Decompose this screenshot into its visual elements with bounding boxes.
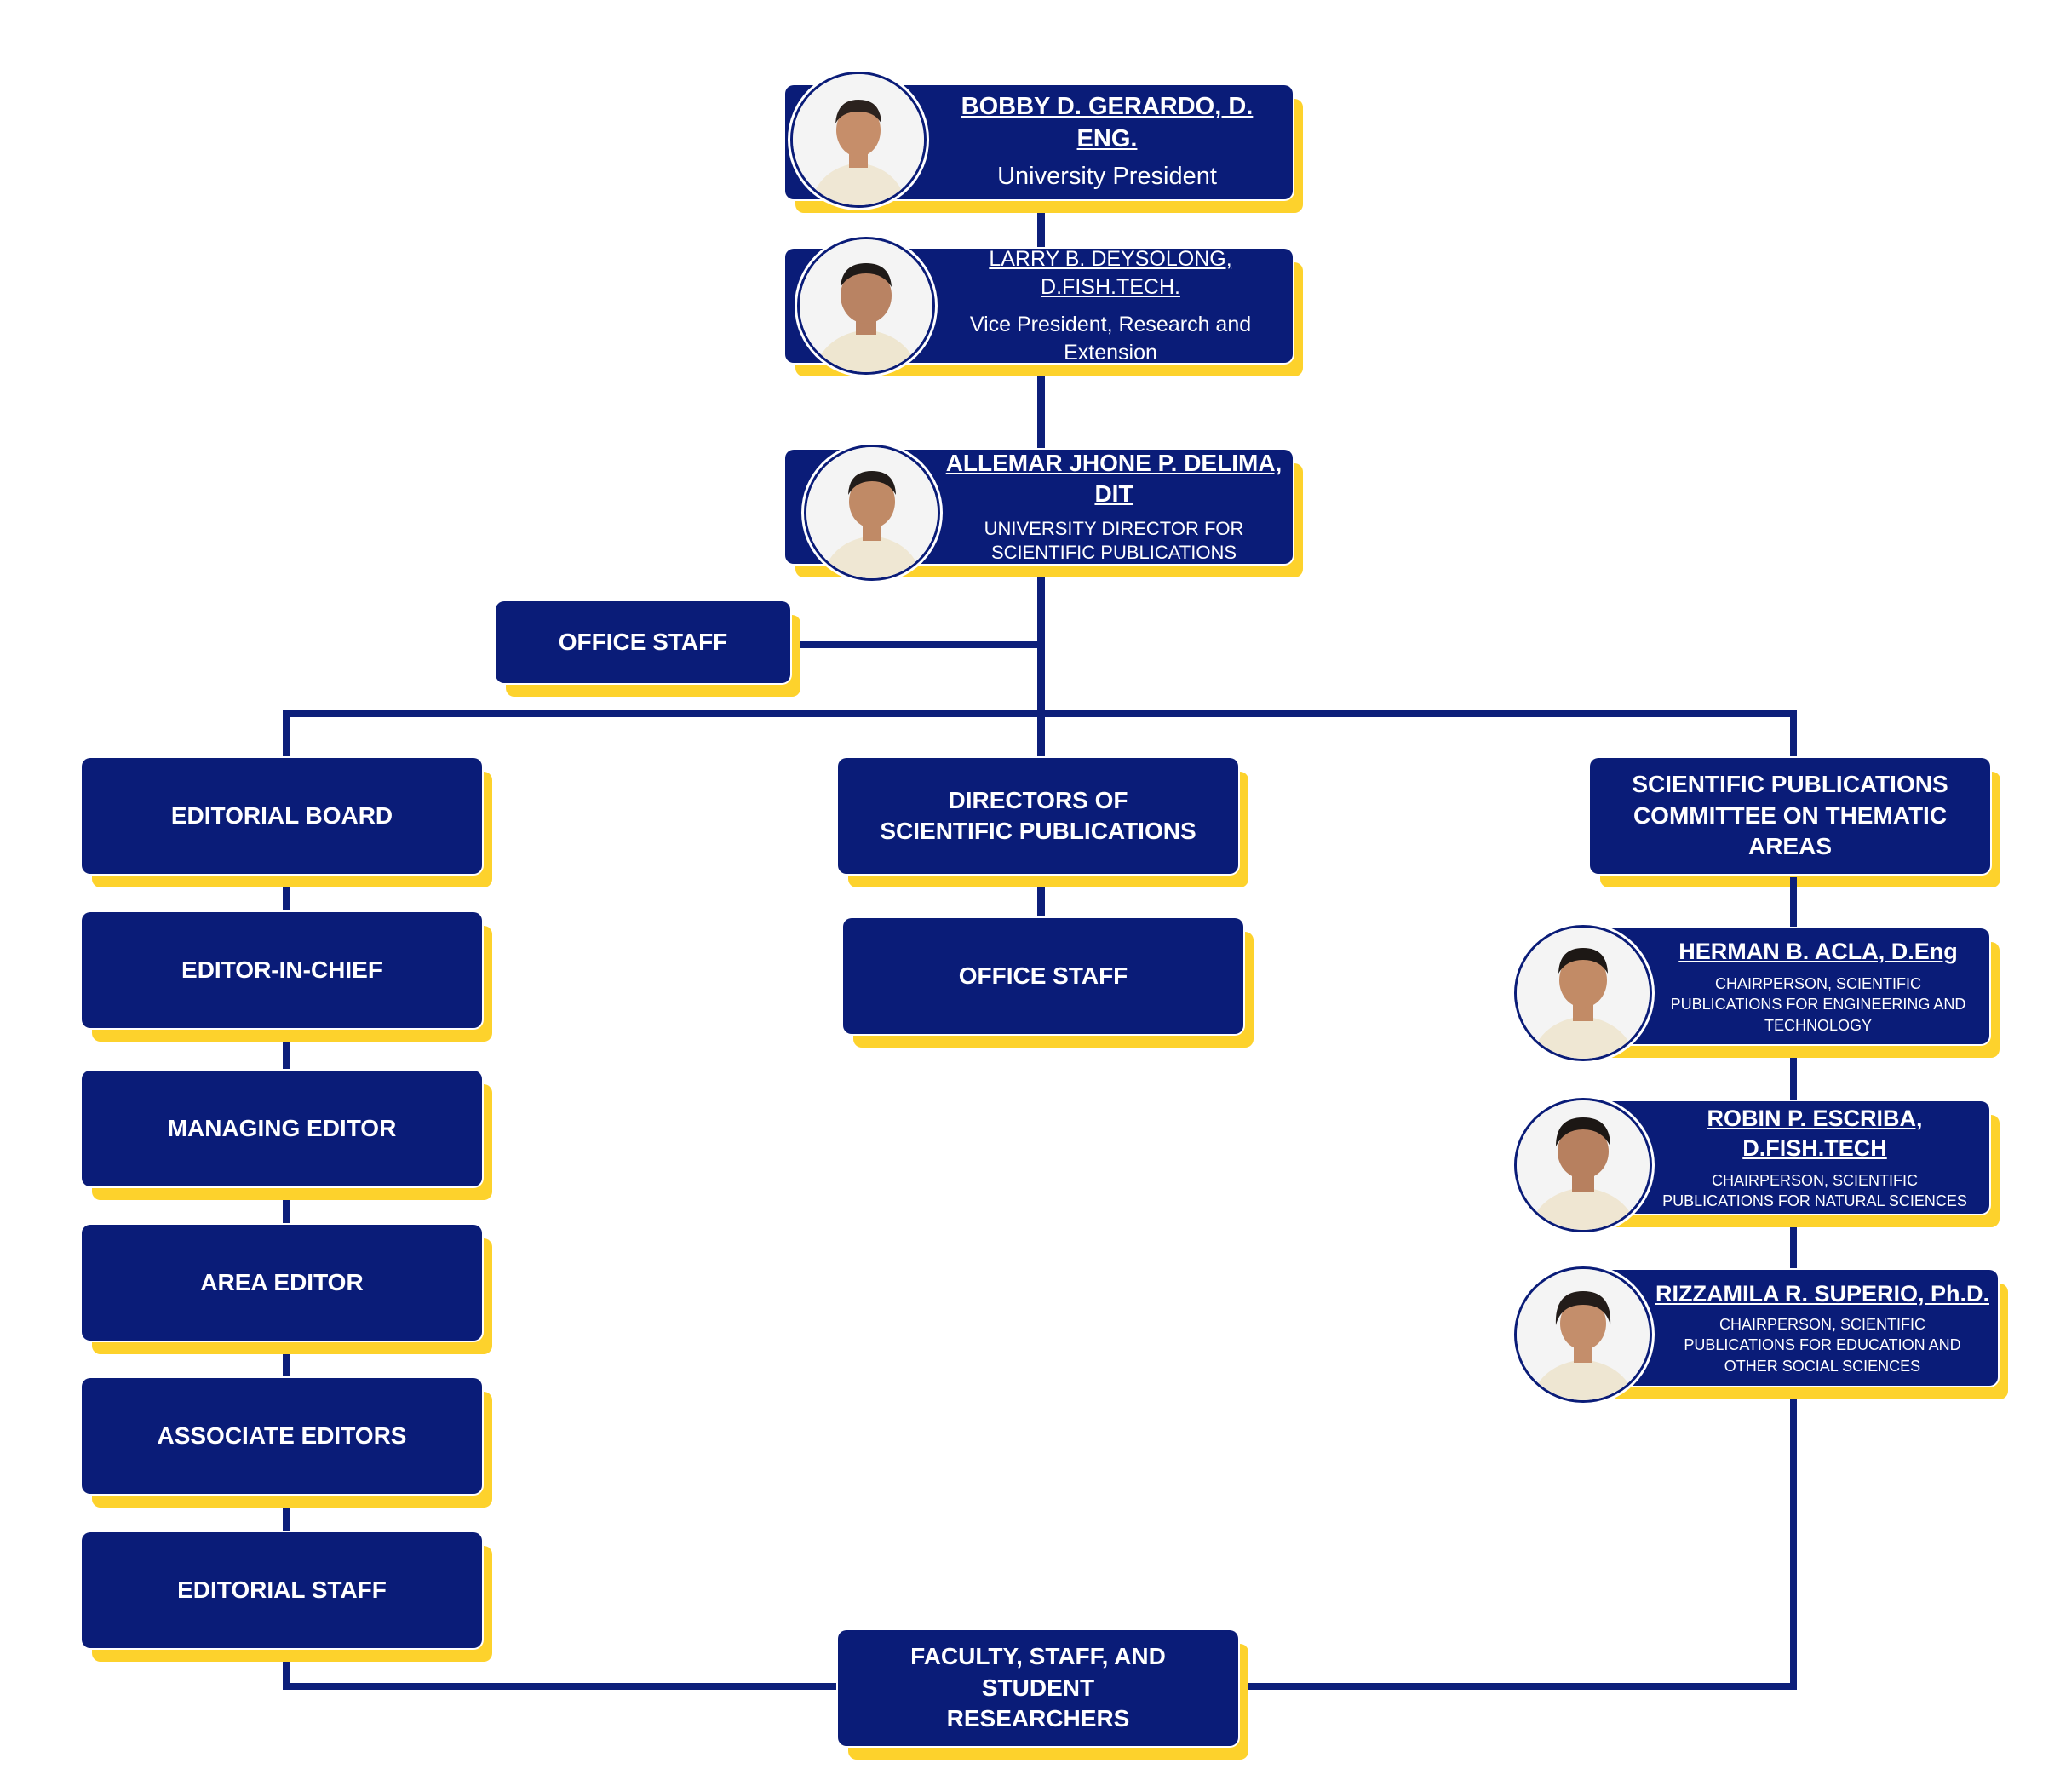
chair-2-photo	[1514, 1098, 1652, 1232]
connector-director-down	[1037, 564, 1045, 758]
editorial-board-card: EDITORIAL BOARD	[82, 758, 492, 887]
directors-line2: SCIENTIFIC PUBLICATIONS	[880, 818, 1196, 844]
card-box: HERMAN B. ACLA, D.Eng CHAIRPERSON, SCIEN…	[1592, 928, 1989, 1044]
committee-line1: SCIENTIFIC PUBLICATIONS	[1632, 771, 1948, 798]
director-card: ALLEMAR JHONE P. DELIMA, DIT UNIVERSITY …	[785, 445, 1303, 581]
vp-photo	[797, 237, 935, 375]
chair-card-3: RIZZAMILA R. SUPERIO, Ph.D. CHAIRPERSON,…	[1514, 1266, 2008, 1403]
managing-editor-label: MANAGING EDITOR	[82, 1071, 482, 1186]
chair-2-role: CHAIRPERSON, SCIENTIFIC PUBLICATIONS FOR…	[1662, 1171, 1967, 1210]
committee-line2: COMMITTEE ON THEMATIC AREAS	[1633, 801, 1948, 860]
directors-card: DIRECTORS OF SCIENTIFIC PUBLICATIONS	[838, 758, 1248, 887]
vp-card: LARRY B. DEYSOLONG, D.FISH.TECH. Vice Pr…	[785, 237, 1303, 376]
office-staff-top-card: OFFICE STAFF	[496, 601, 800, 697]
editorial-staff-card: EDITORIAL STAFF	[82, 1532, 492, 1662]
center-office-staff-label: OFFICE STAFF	[843, 918, 1243, 1034]
connector-bottom-right	[1242, 1683, 1797, 1690]
editorial-board-label: EDITORIAL BOARD	[82, 758, 482, 874]
chair-2-name: ROBIN P. ESCRIBA, D.FISH.TECH	[1707, 1105, 1923, 1161]
person-icon	[1517, 928, 1650, 1059]
chair-card-1: HERMAN B. ACLA, D.Eng CHAIRPERSON, SCIEN…	[1514, 925, 2000, 1061]
president-name: BOBBY D. GERARDO, D. ENG.	[961, 93, 1254, 153]
person-icon	[793, 74, 924, 205]
committee-card: SCIENTIFIC PUBLICATIONS COMMITTEE ON THE…	[1590, 758, 2000, 887]
director-name: ALLEMAR JHONE P. DELIMA, DIT	[945, 450, 1282, 508]
directors-line1: DIRECTORS OF	[948, 786, 1128, 813]
director-role-line2: SCIENTIFIC PUBLICATIONS	[990, 542, 1237, 564]
chair-3-photo	[1514, 1266, 1652, 1403]
connector-horizontal-main	[283, 710, 1797, 717]
chair-card-2: ROBIN P. ESCRIBA, D.FISH.TECH CHAIRPERSO…	[1514, 1098, 2000, 1232]
connector-left-down	[283, 710, 290, 1690]
person-icon	[1517, 1269, 1650, 1400]
connector-vp-director	[1037, 368, 1045, 450]
connector-president-vp	[1037, 201, 1045, 254]
directors-box: DIRECTORS OF SCIENTIFIC PUBLICATIONS	[838, 758, 1238, 874]
associate-editors-card: ASSOCIATE EDITORS	[82, 1378, 492, 1508]
person-icon	[806, 447, 938, 578]
editor-in-chief-card: EDITOR-IN-CHIEF	[82, 912, 492, 1042]
director-photo	[804, 445, 940, 581]
center-office-staff-card: OFFICE STAFF	[843, 918, 1254, 1048]
card-box: ROBIN P. ESCRIBA, D.FISH.TECH CHAIRPERSO…	[1592, 1101, 1989, 1214]
researchers-line1: FACULTY, STAFF, AND STUDENT	[910, 1643, 1166, 1701]
president-photo	[790, 72, 927, 208]
card-box: RIZZAMILA R. SUPERIO, Ph.D. CHAIRPERSON,…	[1601, 1270, 1998, 1386]
managing-editor-card: MANAGING EDITOR	[82, 1071, 492, 1200]
person-icon	[1517, 1100, 1650, 1230]
connector-center-directors-staff	[1037, 877, 1045, 916]
committee-box: SCIENTIFIC PUBLICATIONS COMMITTEE ON THE…	[1590, 758, 1990, 874]
person-icon	[800, 239, 932, 372]
associate-editors-label: ASSOCIATE EDITORS	[82, 1378, 482, 1494]
researchers-card: FACULTY, STAFF, AND STUDENT RESEARCHERS	[838, 1630, 1248, 1760]
chair-1-role: CHAIRPERSON, SCIENTIFIC PUBLICATIONS FOR…	[1670, 975, 1966, 1034]
chair-3-role: CHAIRPERSON, SCIENTIFIC PUBLICATIONS FOR…	[1684, 1316, 1961, 1375]
vp-role: Vice President, Research and Extension	[969, 313, 1252, 365]
president-card: BOBBY D. GERARDO, D. ENG. University Pre…	[785, 72, 1303, 213]
editorial-staff-label: EDITORIAL STAFF	[82, 1532, 482, 1648]
president-role: University President	[997, 162, 1217, 190]
chair-1-photo	[1514, 925, 1652, 1061]
area-editor-card: AREA EDITOR	[82, 1225, 492, 1354]
researchers-box: FACULTY, STAFF, AND STUDENT RESEARCHERS	[838, 1630, 1238, 1746]
chair-1-name: HERMAN B. ACLA, D.Eng	[1678, 939, 1958, 964]
connector-office-staff	[792, 641, 1041, 648]
editor-in-chief-label: EDITOR-IN-CHIEF	[82, 912, 482, 1028]
connector-committee-chair1	[1790, 877, 1797, 928]
vp-name: LARRY B. DEYSOLONG, D.FISH.TECH.	[989, 247, 1232, 299]
researchers-line2: RESEARCHERS	[946, 1705, 1130, 1732]
area-editor-label: AREA EDITOR	[82, 1225, 482, 1341]
director-role-line1: UNIVERSITY DIRECTOR FOR	[984, 517, 1244, 539]
connector-bottom-left	[283, 1683, 845, 1690]
chair-3-name: RIZZAMILA R. SUPERIO, Ph.D.	[1655, 1281, 1989, 1307]
office-staff-top-label: OFFICE STAFF	[496, 601, 790, 683]
